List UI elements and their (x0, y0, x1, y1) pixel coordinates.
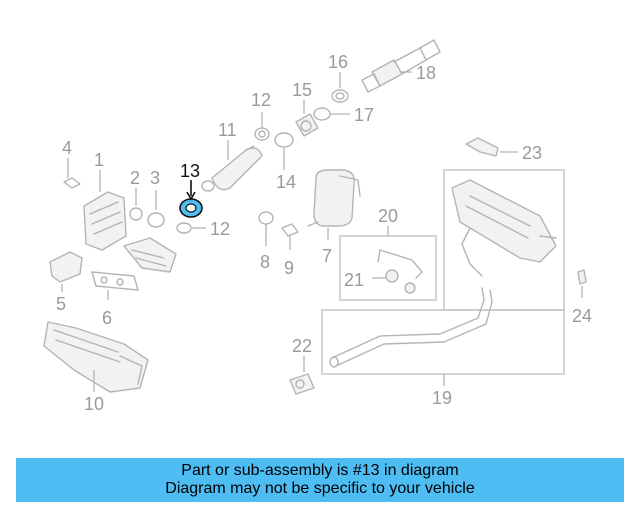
part-2-gasket[interactable] (129, 207, 143, 221)
part-22-clamp[interactable] (289, 373, 315, 395)
part-12-lower-gasket[interactable] (176, 222, 192, 234)
callout-9: 9 (284, 258, 294, 278)
callout-2: 2 (130, 168, 140, 188)
part-21-rubber-mount[interactable] (385, 269, 416, 294)
part-5-mount[interactable] (49, 251, 83, 283)
callout-1: 1 (94, 150, 104, 170)
part-15-flange[interactable] (295, 113, 319, 137)
callout-24: 24 (572, 306, 592, 326)
part-10-egr-cooler[interactable] (43, 321, 149, 393)
part-19-rear-pipe[interactable] (329, 287, 493, 368)
banner-line-1: Part or sub-assembly is #13 in diagram (181, 462, 459, 479)
callout-15: 15 (292, 80, 312, 100)
callout-5: 5 (56, 294, 66, 314)
callout-21: 21 (344, 270, 364, 290)
part-24-rubber-hanger[interactable] (577, 269, 587, 285)
part-23-bracket[interactable] (465, 137, 499, 157)
part-8-bolt[interactable] (258, 211, 274, 237)
callout-20: 20 (378, 206, 398, 226)
part-13-gasket-highlighted[interactable] (179, 198, 203, 218)
callout-14: 14 (276, 172, 296, 192)
info-banner: Part or sub-assembly is #13 in diagram D… (16, 458, 624, 502)
callout-12-upper: 12 (251, 90, 271, 110)
callout-8: 8 (260, 252, 270, 272)
rear-muffler[interactable] (451, 179, 557, 277)
part-20-hanger-bracket[interactable] (377, 249, 423, 279)
callout-19: 19 (432, 388, 452, 408)
callout-11: 11 (218, 120, 237, 140)
callout-17: 17 (354, 105, 374, 125)
callout-7: 7 (322, 246, 332, 266)
part-7-muffler[interactable] (307, 169, 361, 227)
part-9-nut[interactable] (281, 223, 299, 237)
callout-12-lower: 12 (210, 219, 230, 239)
callout-13: 13 (180, 161, 200, 181)
part-17-clamp[interactable] (313, 107, 331, 121)
callout-10: 10 (84, 394, 104, 414)
part-19-group-box (321, 309, 565, 375)
exhaust-parts-diagram: 18 16 15 17 12 14 11 13 (43, 39, 592, 414)
part-1-particulate-filter[interactable] (83, 191, 177, 273)
part-20-group-box (339, 235, 437, 301)
callout-23: 23 (522, 143, 542, 163)
part-14-clamp[interactable] (274, 132, 294, 148)
callout-18: 18 (416, 63, 436, 83)
part-16-gasket[interactable] (331, 89, 349, 103)
part-4-bracket[interactable] (63, 177, 81, 189)
part-11-converter[interactable] (201, 145, 263, 192)
part-12-upper-gasket[interactable] (254, 127, 270, 141)
part-3-clamp[interactable] (147, 212, 165, 228)
part-18-front-pipe[interactable] (361, 39, 441, 93)
callout-4: 4 (62, 138, 72, 158)
banner-line-2: Diagram may not be specific to your vehi… (165, 480, 475, 497)
callout-16: 16 (328, 52, 348, 72)
callout-22: 22 (292, 336, 312, 356)
callout-6: 6 (102, 308, 112, 328)
callout-3: 3 (150, 168, 160, 188)
part-6-manifold-gasket[interactable] (91, 271, 139, 291)
